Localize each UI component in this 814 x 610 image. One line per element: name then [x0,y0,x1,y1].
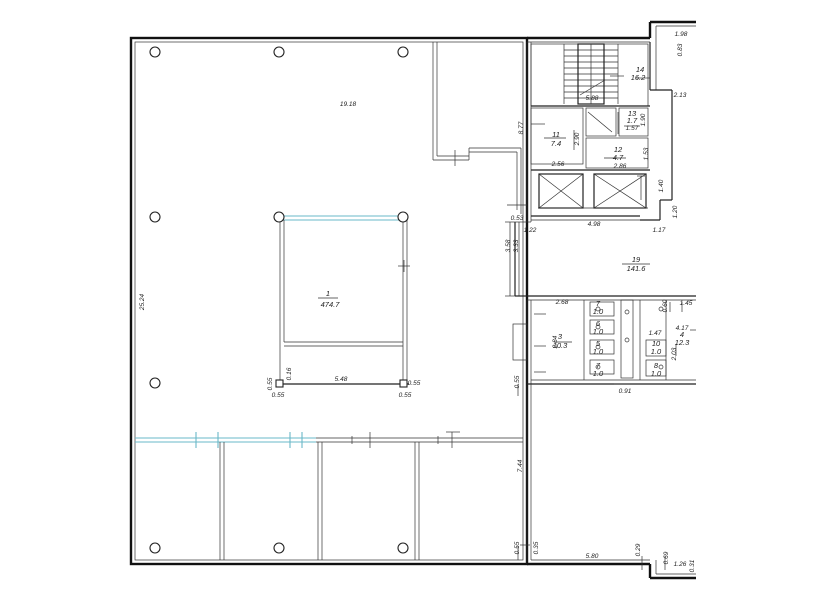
dim-1-40: 1.40 [658,179,665,192]
room-8-number: 8 [654,361,659,370]
dim-2-13: 2.13 [673,92,687,99]
dim-3-33: 3.33 [513,239,520,252]
dim-1-57: 1.57 [626,125,639,132]
dim-0-55-b: 0.55 [272,392,285,399]
room-label-19: 19 141.6 [622,255,650,273]
dim-1-26: 1.26 [674,561,687,568]
dim-1-17: 1.17 [653,227,666,234]
room-label-8: 8 1.0 [651,361,662,378]
room-14-area: 16.2 [631,73,646,82]
dim-1-47: 1.47 [649,330,662,337]
room-label-11: 11 7.4 [551,130,561,148]
dim-2-03: 2.03 [671,347,678,361]
room-label-13: 13 1.7 [627,109,638,125]
dim-0-35: 0.35 [533,541,540,554]
room-5-number: 5 [596,339,601,348]
core-block-walls [512,20,696,580]
dim-2-56: 2.56 [551,161,565,168]
room-14-number: 14 [636,65,644,74]
dim-2-84: 2.84 [552,335,559,349]
room-7a-area: 1.0 [593,307,604,316]
room-10-number: 10 [652,339,661,348]
dim-2-68: 2.68 [555,299,569,306]
dim-7-44: 7.44 [517,459,524,472]
room-5-area: 1.0 [593,347,604,356]
room-label-6: 6 1.0 [593,319,604,336]
room-1-area: 474.7 [321,300,341,309]
room-label-14: 14 16.2 [631,65,646,82]
room-11-number: 11 [552,130,560,139]
room-label-4: 4 12.3 [675,330,690,347]
dim-1-98: 1.98 [675,31,688,38]
room-4-area: 12.3 [675,338,690,347]
columns [149,46,409,554]
dim-0-53: 0.53 [511,215,524,222]
dim-0-60: 0.60 [662,299,669,312]
room-3-area: 10.3 [553,341,568,350]
dimension-labels: 19.18 25.24 5.48 0.55 0.55 0.55 0.16 0.5… [139,31,696,572]
dim-0-55-f: 0.55 [514,541,521,554]
room-8-area: 1.0 [651,369,662,378]
dim-0-69: 0.69 [663,551,670,564]
dimension-ticks [505,75,696,570]
dim-5-80: 5.80 [586,553,599,560]
dim-0-55-d: 0.55 [399,392,412,399]
dim-2-86: 2.86 [613,163,627,170]
dim-1-53: 1.53 [643,147,650,160]
room-10-area: 1.0 [651,347,662,356]
room-6-area: 1.0 [593,327,604,336]
room-19-area: 141.6 [627,264,647,273]
dim-4-17: 4.17 [676,325,689,332]
dim-4-98: 4.98 [588,221,601,228]
room-7b-area: 1.0 [593,369,604,378]
dim-1-22: 1.22 [524,227,537,234]
dim-0-31: 0.31 [689,559,696,572]
room-label-7b: 7 1.0 [593,361,604,378]
room-6-number: 6 [596,319,601,328]
dim-5-48: 5.48 [335,376,348,383]
room-label-7a: 7 1.0 [593,299,604,316]
room-11-area: 7.4 [551,139,561,148]
dim-0-55-a: 0.55 [267,377,274,390]
room-label-10: 10 1.0 [651,339,662,356]
room-19-number: 19 [632,255,641,264]
room-13-number: 13 [628,109,637,118]
dim-0-83: 0.83 [677,43,684,56]
room-label-1: 1 474.7 [318,289,340,309]
room-label-5: 5 1.0 [593,339,604,356]
dim-25-24: 25.24 [139,293,146,311]
room-12-area: 4.7 [613,153,624,162]
dim-1-45: 1.45 [680,300,693,307]
room-13-area: 1.7 [627,116,638,125]
dim-0-16: 0.16 [286,367,293,380]
room-1-number: 1 [326,289,330,298]
hall-interior [135,42,527,560]
dim-8-77: 8.77 [518,121,525,134]
room-labels: 1 474.7 3 10.3 11 7.4 12 4.7 13 1.7 14 1… [318,65,690,378]
dim-0-55-c: 0.55 [408,380,421,387]
room-7b-number: 7 [596,361,601,370]
dim-3-58: 3.58 [505,239,512,252]
dim-5-88: 5.88 [586,95,599,102]
dim-0-91: 0.91 [619,388,632,395]
dim-2-90: 2.90 [574,132,581,146]
room-12-number: 12 [614,145,623,154]
room-label-12: 12 4.7 [613,145,624,162]
room-label-3: 3 10.3 [553,332,568,350]
dim-0-55-e: 0.55 [514,375,521,388]
room-4-number: 4 [680,330,684,339]
dim-1-20: 1.20 [672,205,679,218]
dim-0-29: 0.29 [635,543,642,556]
dim-19-18: 19.18 [340,101,357,108]
room-7a-number: 7 [596,299,601,308]
dim-1-90: 1.90 [640,113,647,126]
room-3-number: 3 [558,332,563,341]
